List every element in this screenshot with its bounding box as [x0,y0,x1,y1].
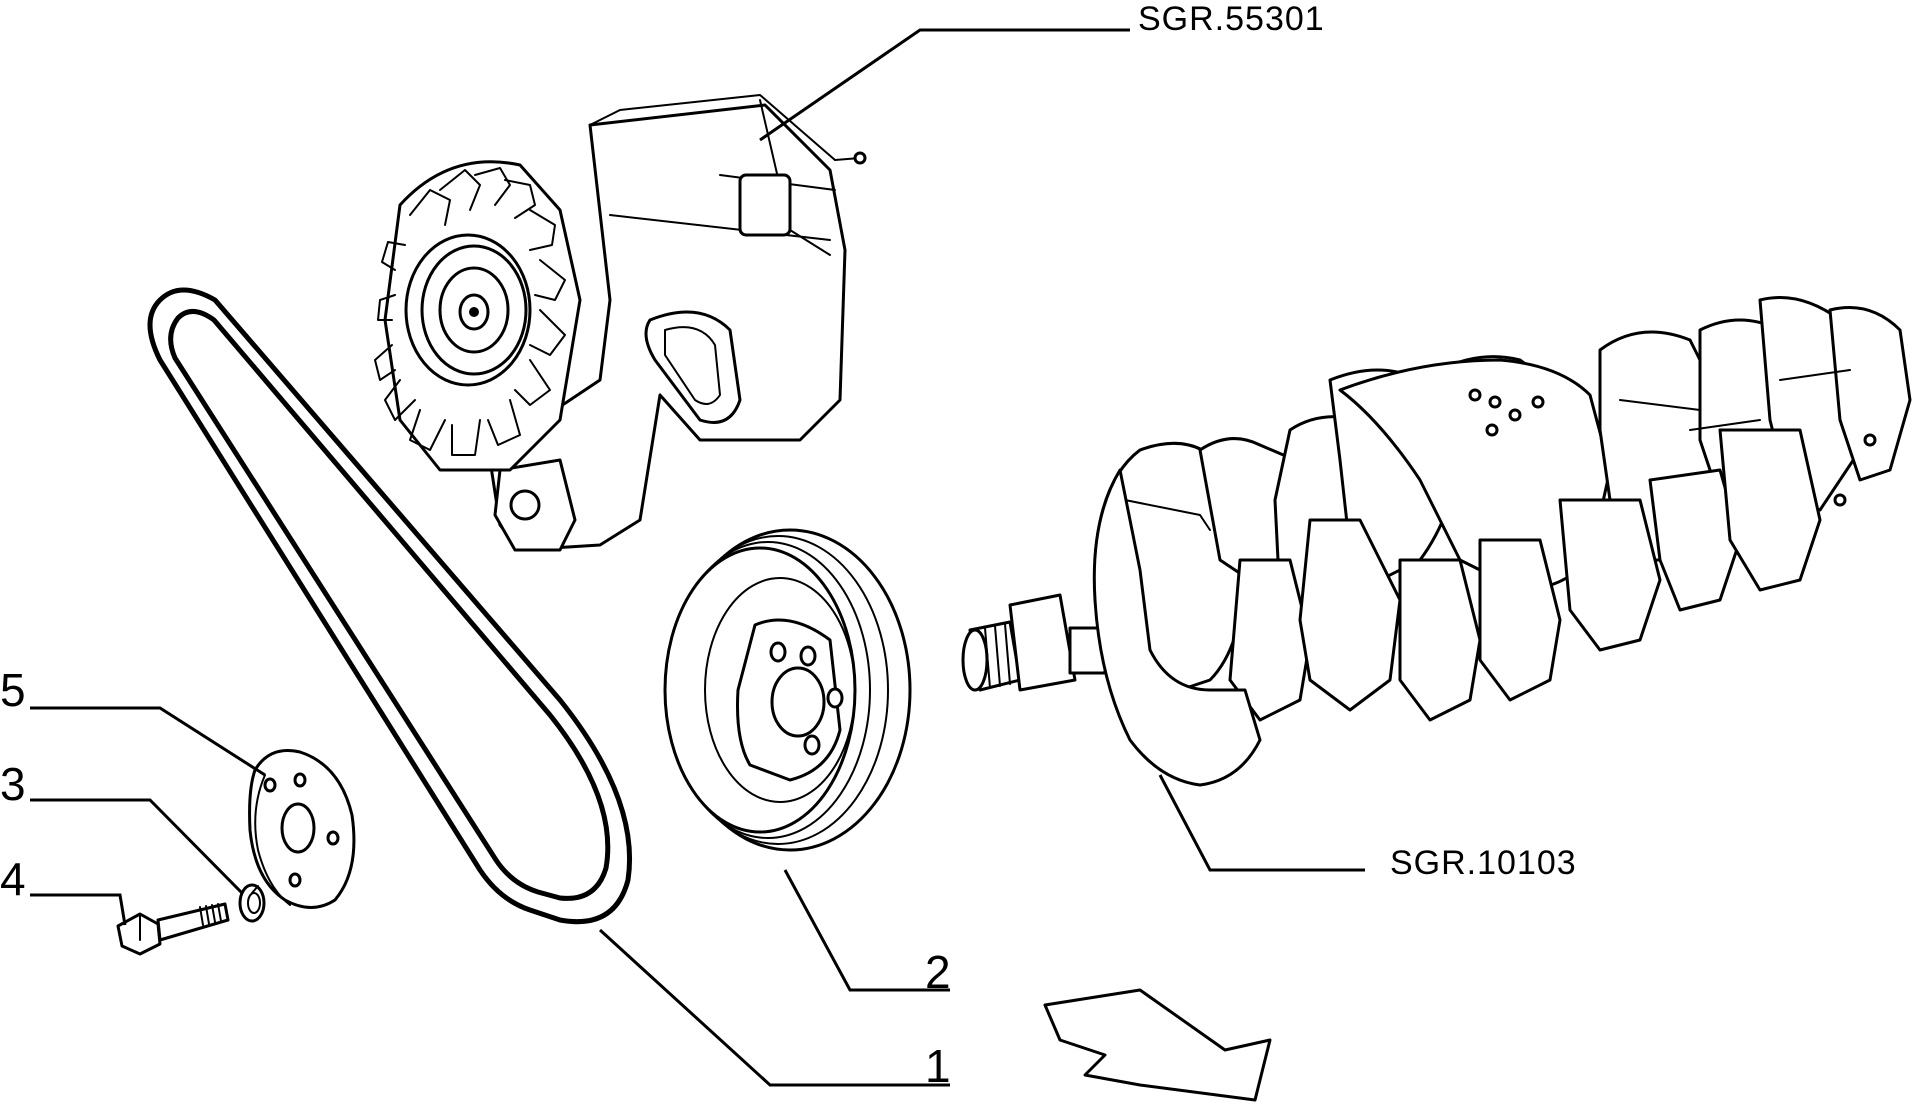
pulley-callout: 2 [925,946,951,998]
crankshaft-pulley [663,528,912,852]
leader-lines [30,28,1365,1087]
alternator-callout: SGR.55301 [1138,0,1325,38]
flange-callout: 5 [0,664,26,716]
bolt-callout: 4 [0,853,26,905]
drive-belt [147,287,633,925]
alternator [374,94,867,552]
hub-flange [248,749,356,909]
direction-arrow [1043,988,1272,1102]
lock-washer [238,883,266,923]
crankshaft [961,296,1912,787]
crankshaft-callout: SGR.10103 [1390,844,1577,882]
cooling-fan [374,167,566,456]
hex-bolt [116,902,230,956]
belt-callout: 1 [925,1040,951,1092]
washer-callout: 3 [0,758,26,810]
